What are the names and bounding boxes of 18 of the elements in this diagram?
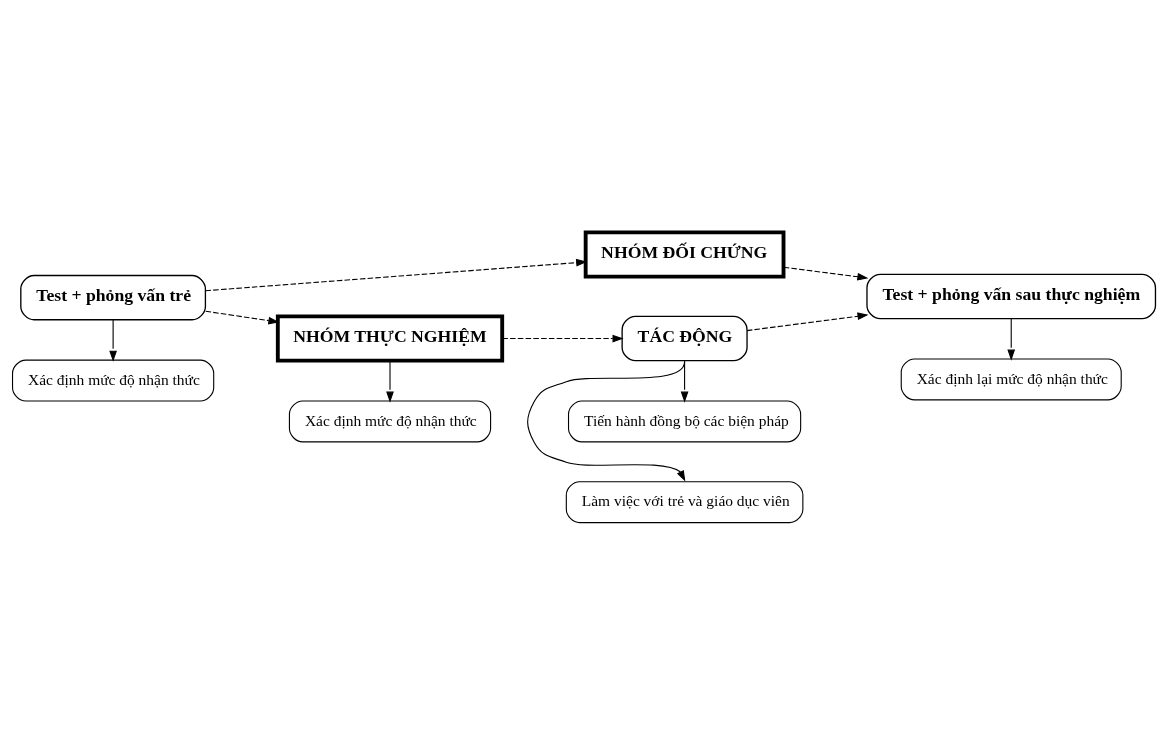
arrow — [109, 318, 117, 362]
arrow — [501, 334, 624, 342]
arrow — [680, 359, 689, 403]
node-box: NHÓM ĐỐI CHỨNG — [583, 230, 786, 279]
node-box: Xác định lại mức độ nhận thức — [900, 357, 1122, 400]
node-box: NHÓM THỰC NGHIỆM — [275, 314, 505, 363]
node-box: Tiến hành đồng bộ các biện pháp — [567, 399, 802, 442]
arrow — [783, 266, 869, 281]
arrow — [386, 359, 394, 403]
arrow — [527, 360, 686, 481]
node-box: Xác định mức độ nhận thức — [288, 399, 492, 442]
node-box: Test + phỏng vấn sau thực nghiệm — [866, 273, 1157, 319]
node-box: Test + phỏng vấn trẻ — [20, 274, 207, 320]
arrow — [746, 311, 869, 331]
node-box: Làm việc với trẻ và giáo dục viên — [565, 480, 804, 523]
node-box: Xác định mức độ nhận thức — [11, 359, 215, 402]
arrow — [1007, 317, 1016, 361]
node-box: TÁC ĐỘNG — [621, 315, 748, 361]
